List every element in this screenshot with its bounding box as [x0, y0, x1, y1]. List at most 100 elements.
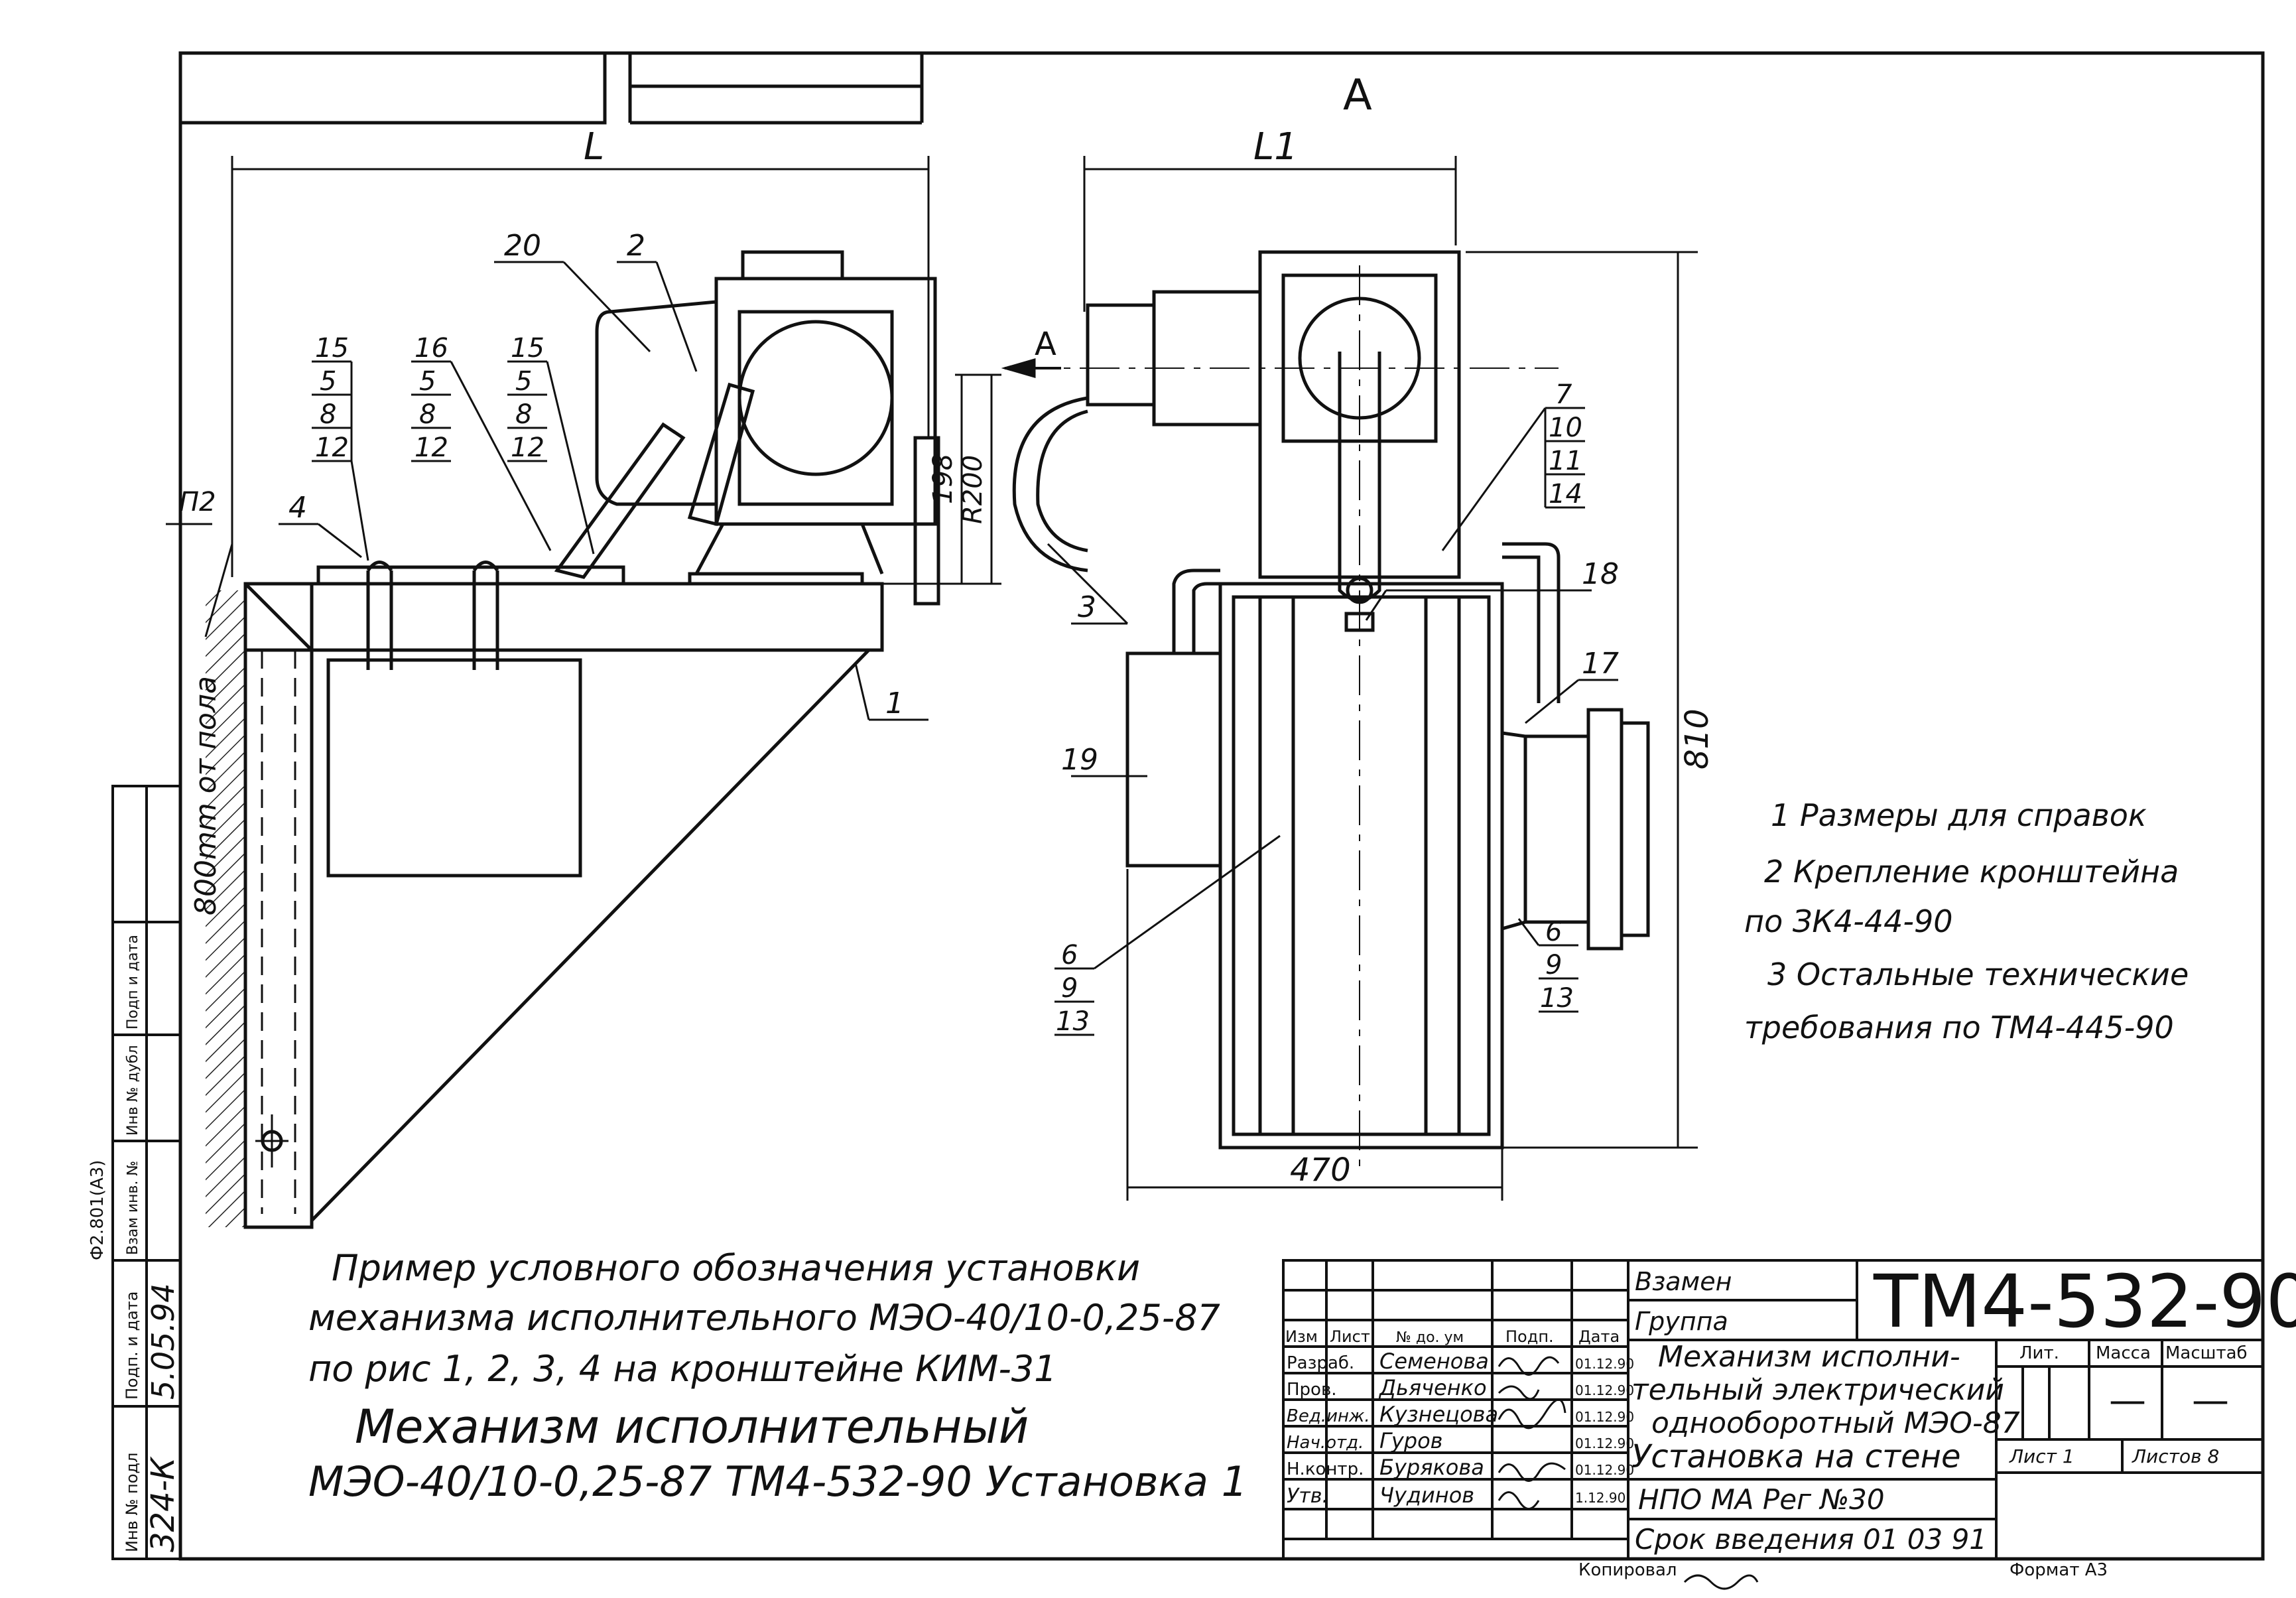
dim-198: 198 [928, 454, 958, 504]
podp-data-label: Подп. и дата [123, 1292, 141, 1400]
dim-L1: L1 [1253, 125, 1298, 168]
row-role-6: Утв. [1287, 1485, 1328, 1508]
row-role-5: Н.контр. [1287, 1459, 1364, 1479]
row-name-1: Семенова [1379, 1349, 1489, 1374]
vzamen-label: Взамен [1635, 1267, 1732, 1296]
callout-20: 20 [504, 229, 541, 263]
row-name-5: Бурякова [1379, 1455, 1484, 1480]
note-2: 2 Крепление кронштейна [1764, 854, 2179, 890]
callout-4: 4 [288, 491, 307, 525]
callout-stack-e: 6 9 13 [1054, 834, 1281, 1037]
side-view [206, 250, 940, 1229]
name-line-3: однооборотный МЭО-87 [1651, 1406, 2020, 1440]
stack-a-4: 12 [315, 433, 349, 463]
podp-data-value: 5.05.94 [145, 1283, 181, 1400]
stack-d-3: 11 [1549, 446, 1582, 476]
main-title-2: МЭО-40/10-0,25-87 ТМ4-532-90 Установка 1 [308, 1457, 1247, 1506]
dim-470: 470 [1290, 1152, 1351, 1189]
lit-label: Лит. [2019, 1343, 2059, 1363]
stack-c-4: 12 [511, 433, 544, 463]
example-line-1: Пример условного обозначения установки [332, 1247, 1140, 1289]
callout-stack-d: 7 10 11 14 [1441, 379, 1585, 551]
section-arrow-A: А [1035, 326, 1056, 363]
format-label: Формат А3 [2009, 1560, 2108, 1580]
example-line-2: механизма исполнительного МЭО-40/10-0,25… [308, 1297, 1220, 1339]
view-label-A: А [1343, 71, 1372, 120]
stack-a-2: 5 [320, 366, 336, 397]
row-role-1: Разраб. [1287, 1353, 1354, 1373]
stack-e-1: 6 [1061, 940, 1078, 970]
title-block [1282, 1259, 2264, 1560]
side-view-dimensions [204, 156, 1001, 637]
row-name-4: Гуров [1379, 1428, 1443, 1453]
stack-d-1: 7 [1555, 379, 1572, 410]
callout-2: 2 [627, 229, 645, 263]
row-name-6: Чудинов [1379, 1483, 1474, 1508]
stack-b-2: 5 [419, 366, 436, 397]
dim-810: 810 [1679, 708, 1716, 769]
dim-R200: R200 [958, 455, 988, 524]
callout-stack-c: 15 5 8 12 [507, 333, 595, 555]
masshtab-dash: — [2192, 1379, 2229, 1422]
stack-d-2: 10 [1549, 413, 1582, 443]
doc-number: ТМ4-532-90 [1873, 1259, 2296, 1344]
gruppa-label: Группа [1635, 1307, 1728, 1336]
signature-marks [1498, 1356, 1759, 1590]
stack-c-1: 15 [511, 333, 544, 364]
stack-a-1: 15 [315, 333, 349, 364]
callout-19: 19 [1061, 743, 1098, 777]
row-date-6: 1.12.90 [1575, 1490, 1626, 1506]
stack-e-2: 9 [1061, 973, 1078, 1004]
inv-value: 324-К [145, 1456, 182, 1552]
stack-f-3: 13 [1540, 983, 1574, 1014]
stack-f-1: 6 [1545, 917, 1562, 947]
dim-L: L [584, 125, 604, 168]
list-label: Лист 1 [2009, 1445, 2074, 1467]
copied-label: Копировал [1578, 1560, 1677, 1580]
row-date-5: 01.12.90 [1575, 1462, 1634, 1478]
stack-d-4: 14 [1549, 479, 1582, 509]
massa-label: Масса [2096, 1343, 2151, 1363]
date-intro: Срок введения 01 03 91 [1635, 1523, 1987, 1556]
left-strip [111, 785, 182, 1560]
callout-stack-a: 15 5 8 12 [312, 333, 369, 561]
vzam-label: Взам инв. № [125, 1161, 141, 1255]
note-3: 3 Остальные технические [1767, 957, 2189, 992]
row-date-4: 01.12.90 [1575, 1435, 1634, 1451]
stack-b-4: 12 [415, 433, 448, 463]
massa-dash: — [2109, 1379, 2146, 1422]
form-label: Ф2.801(А3) [88, 1160, 107, 1260]
inv-dubl-label: Инв № дубл [125, 1045, 141, 1136]
front-callout-leaders [1047, 543, 1618, 777]
row-name-3: Кузнецова [1379, 1402, 1498, 1427]
note-2b: по ЗК4-44-90 [1744, 903, 1953, 939]
col-list: Лист [1330, 1327, 1370, 1346]
stack-c-3: 8 [515, 399, 532, 430]
listov-label: Листов 8 [2132, 1445, 2219, 1467]
row-date-1: 01.12.90 [1575, 1356, 1634, 1372]
stack-e-3: 13 [1056, 1006, 1090, 1037]
main-title-1: Механизм исполнительный [355, 1400, 1029, 1454]
col-data: Дата [1578, 1327, 1620, 1346]
example-designation: Пример условного обозначения установки м… [308, 1247, 1247, 1506]
stack-b-3: 8 [419, 399, 436, 430]
name-line-2: тельный электрический [1631, 1373, 2004, 1407]
callout-stack-b: 16 5 8 12 [411, 333, 552, 551]
example-line-3: по рис 1, 2, 3, 4 на кронштейне КИМ-31 [308, 1348, 1057, 1390]
row-role-2: Пров. [1287, 1380, 1337, 1400]
callout-3: 3 [1078, 590, 1096, 624]
note-3b: требования по ТМ4-445-90 [1744, 1010, 2174, 1045]
left-strip-labels: Ф2.801(А3) Инв № подл 324-К Подп. и дата… [88, 935, 182, 1552]
org-label: НПО МА Рег №30 [1638, 1483, 1885, 1516]
row-role-4: Нач.отд. [1287, 1433, 1364, 1453]
podp-data2-label: Подп и дата [125, 935, 141, 1030]
stack-c-2: 5 [515, 366, 532, 397]
col-podp: Подп. [1505, 1327, 1554, 1346]
masshtab-label: Масштаб [2165, 1343, 2248, 1363]
name-line-4: Установка на стене [1631, 1438, 1961, 1475]
dim-floor: 800mm от пола [189, 676, 223, 915]
row-role-3: Вед.инж. [1287, 1406, 1370, 1426]
title-block-text: ТМ4-532-90 Взамен Группа Механизм исполн… [1285, 1259, 2296, 1580]
stack-a-3: 8 [320, 399, 336, 430]
